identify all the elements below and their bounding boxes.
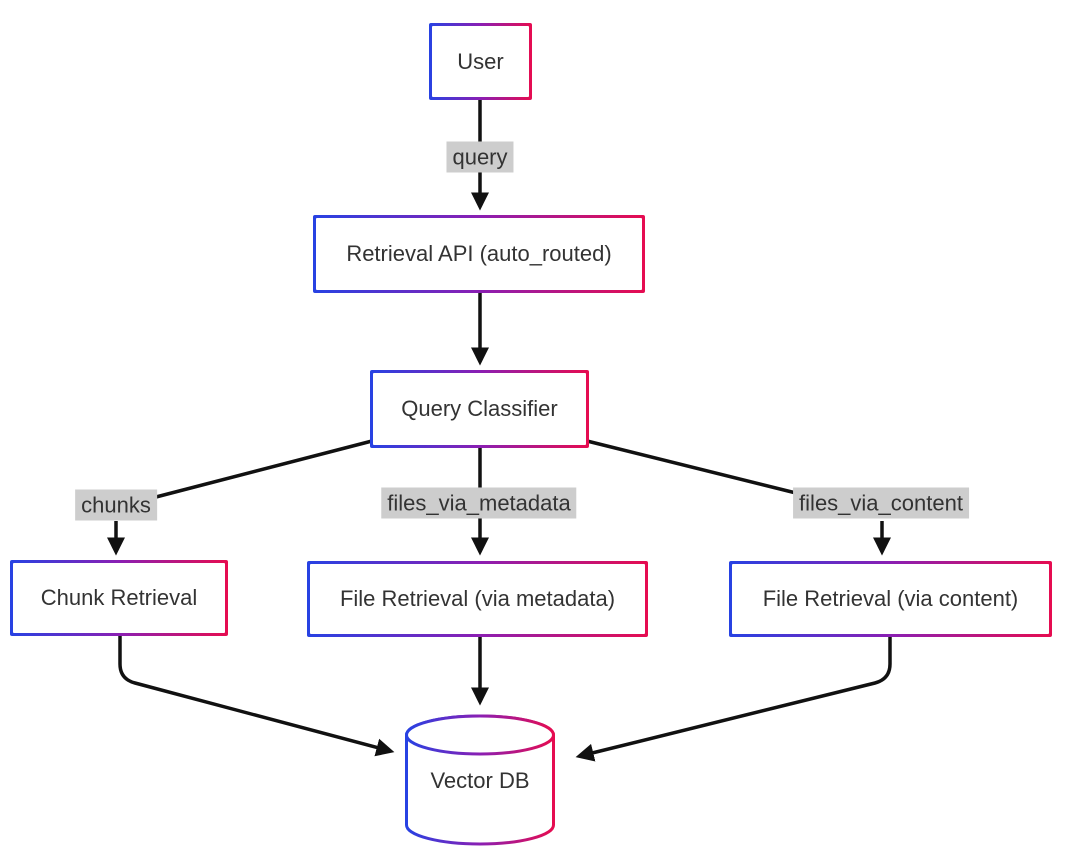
node-query-classifier-label: Query Classifier bbox=[373, 373, 586, 445]
node-vector-db-label: Vector DB bbox=[430, 768, 530, 793]
node-chunk-retrieval: Chunk Retrieval bbox=[10, 560, 228, 636]
node-query-classifier: Query Classifier bbox=[370, 370, 589, 448]
node-chunk-retrieval-label: Chunk Retrieval bbox=[13, 563, 225, 633]
node-file-retrieval-metadata-label: File Retrieval (via metadata) bbox=[310, 564, 645, 634]
node-user-label: User bbox=[432, 26, 529, 97]
edge-label-files-via-metadata: files_via_metadata bbox=[381, 487, 577, 519]
node-file-retrieval-metadata: File Retrieval (via metadata) bbox=[307, 561, 648, 637]
edge-label-files-via-content: files_via_content bbox=[793, 487, 969, 519]
edge-file-content-to-vector-db bbox=[575, 637, 892, 762]
node-file-retrieval-content: File Retrieval (via content) bbox=[729, 561, 1052, 637]
edge-label-query: query bbox=[446, 141, 514, 173]
node-retrieval-api-label: Retrieval API (auto_routed) bbox=[316, 218, 642, 290]
node-vector-db: Vector DB bbox=[404, 714, 556, 848]
database-cylinder-icon bbox=[405, 714, 555, 846]
node-user: User bbox=[429, 23, 532, 100]
node-retrieval-api: Retrieval API (auto_routed) bbox=[313, 215, 645, 293]
edge-label-chunks: chunks bbox=[75, 489, 157, 521]
node-file-retrieval-content-label: File Retrieval (via content) bbox=[732, 564, 1049, 634]
edge-classifier-to-chunks-label bbox=[155, 439, 373, 499]
edge-chunk-retrieval-to-vector-db bbox=[118, 636, 395, 757]
edge-classifier-to-content-label bbox=[586, 439, 805, 497]
